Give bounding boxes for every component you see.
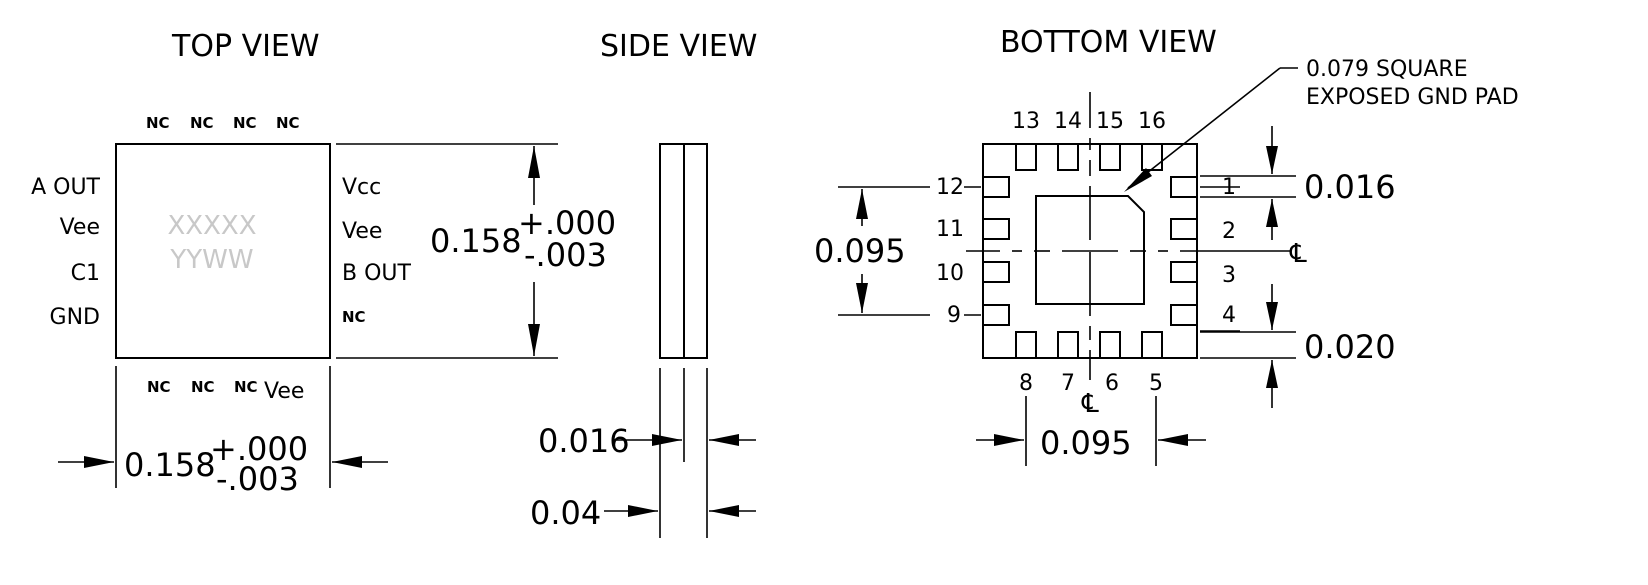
pad-15 xyxy=(1099,143,1121,171)
marking-line1: XXXXX xyxy=(167,211,256,241)
bottom-pin-number: 9 xyxy=(947,303,961,328)
top-height-dim: 0.158 xyxy=(430,222,522,260)
bottom-pin-number: 6 xyxy=(1105,371,1119,396)
left-pin-label: A OUT xyxy=(31,175,100,200)
bottom-pin-number: 11 xyxy=(936,217,964,242)
bottom-pad-width-dim: 0.016 xyxy=(1304,168,1396,206)
bottom-pitch-horizontal: 0.095 xyxy=(1040,424,1132,462)
bottom-pin-label: NC xyxy=(234,378,258,396)
bottom-pin-number: 12 xyxy=(936,175,964,200)
left-pin-label: C1 xyxy=(71,261,100,286)
right-pin-label: B OUT xyxy=(342,261,412,286)
bottom-pin-number: 3 xyxy=(1222,263,1236,288)
side-dim-upper: 0.016 xyxy=(538,422,630,460)
pad-2 xyxy=(1170,218,1198,240)
side-view: 0.016 0.04 xyxy=(530,143,756,538)
bottom-pin-label: NC xyxy=(147,378,171,396)
bottom-pin-number: 2 xyxy=(1222,219,1236,244)
top-pin-label: NC xyxy=(276,114,300,132)
top-pin-label: NC xyxy=(233,114,257,132)
top-width-dim: 0.158 xyxy=(124,446,216,484)
marking-line2: YYWW xyxy=(169,245,253,275)
side-dim-lower: 0.04 xyxy=(530,494,601,532)
pad-1 xyxy=(1170,176,1198,198)
pad-16 xyxy=(1141,143,1163,171)
bottom-pin-number: 15 xyxy=(1096,109,1124,134)
top-view: NC NC NC NC A OUT Vee C1 GND Vcc Vee B O… xyxy=(31,114,616,498)
right-pin-label: Vcc xyxy=(342,175,381,200)
bottom-pin-number: 8 xyxy=(1019,371,1033,396)
centerlines xyxy=(966,92,1290,380)
centerline-symbol-right: ℄ xyxy=(1289,239,1307,269)
pad-11 xyxy=(982,218,1010,240)
bottom-pin-number: 7 xyxy=(1061,371,1075,396)
bottom-pin-number: 5 xyxy=(1149,371,1163,396)
pad-6 xyxy=(1099,331,1121,359)
pad-5 xyxy=(1141,331,1163,359)
pad-9 xyxy=(982,304,1010,326)
pad-14 xyxy=(1057,143,1079,171)
pad-3 xyxy=(1170,261,1198,283)
pad-4 xyxy=(1170,304,1198,326)
bottom-pin-label: Vee xyxy=(264,379,304,404)
bottom-pin-number: 13 xyxy=(1012,109,1040,134)
bottom-view-title: BOTTOM VIEW xyxy=(1000,25,1217,60)
pad-8 xyxy=(1015,331,1037,359)
pad-13 xyxy=(1015,143,1037,171)
bottom-pin-label: NC xyxy=(191,378,215,396)
bottom-pad-length-dim: 0.020 xyxy=(1304,328,1396,366)
top-height-tol-plus: +.000 xyxy=(518,204,616,242)
bottom-pin-number: 16 xyxy=(1138,109,1166,134)
right-pin-label: Vee xyxy=(342,219,382,244)
top-width-tol-plus: +.000 xyxy=(210,430,308,468)
left-pin-label: Vee xyxy=(60,215,100,240)
centerline-symbol-bottom: ℄ xyxy=(1081,389,1099,419)
top-pin-label: NC xyxy=(146,114,170,132)
pad-note-line1: 0.079 SQUARE xyxy=(1306,57,1468,82)
left-pin-label: GND xyxy=(50,305,100,330)
top-view-body xyxy=(115,143,331,359)
pad-10 xyxy=(982,261,1010,283)
exposed-gnd-pad xyxy=(1035,195,1145,305)
top-height-tol-minus: -.003 xyxy=(524,236,607,274)
pad-7 xyxy=(1057,331,1079,359)
bottom-pin-number: 4 xyxy=(1222,303,1236,328)
bottom-pin-number: 14 xyxy=(1054,109,1082,134)
bottom-view: 13 14 15 16 1 2 3 4 8 7 6 5 12 11 10 9 0… xyxy=(814,57,1519,466)
bottom-pin-number: 10 xyxy=(936,261,964,286)
top-view-title: TOP VIEW xyxy=(171,29,320,64)
top-pin-label: NC xyxy=(190,114,214,132)
right-pin-label: NC xyxy=(342,308,366,326)
pad-note-line2: EXPOSED GND PAD xyxy=(1306,85,1519,110)
bottom-pitch-vertical: 0.095 xyxy=(814,232,906,270)
top-width-tol-minus: -.003 xyxy=(216,460,299,498)
pad-12 xyxy=(982,176,1010,198)
side-view-title: SIDE VIEW xyxy=(600,29,757,64)
